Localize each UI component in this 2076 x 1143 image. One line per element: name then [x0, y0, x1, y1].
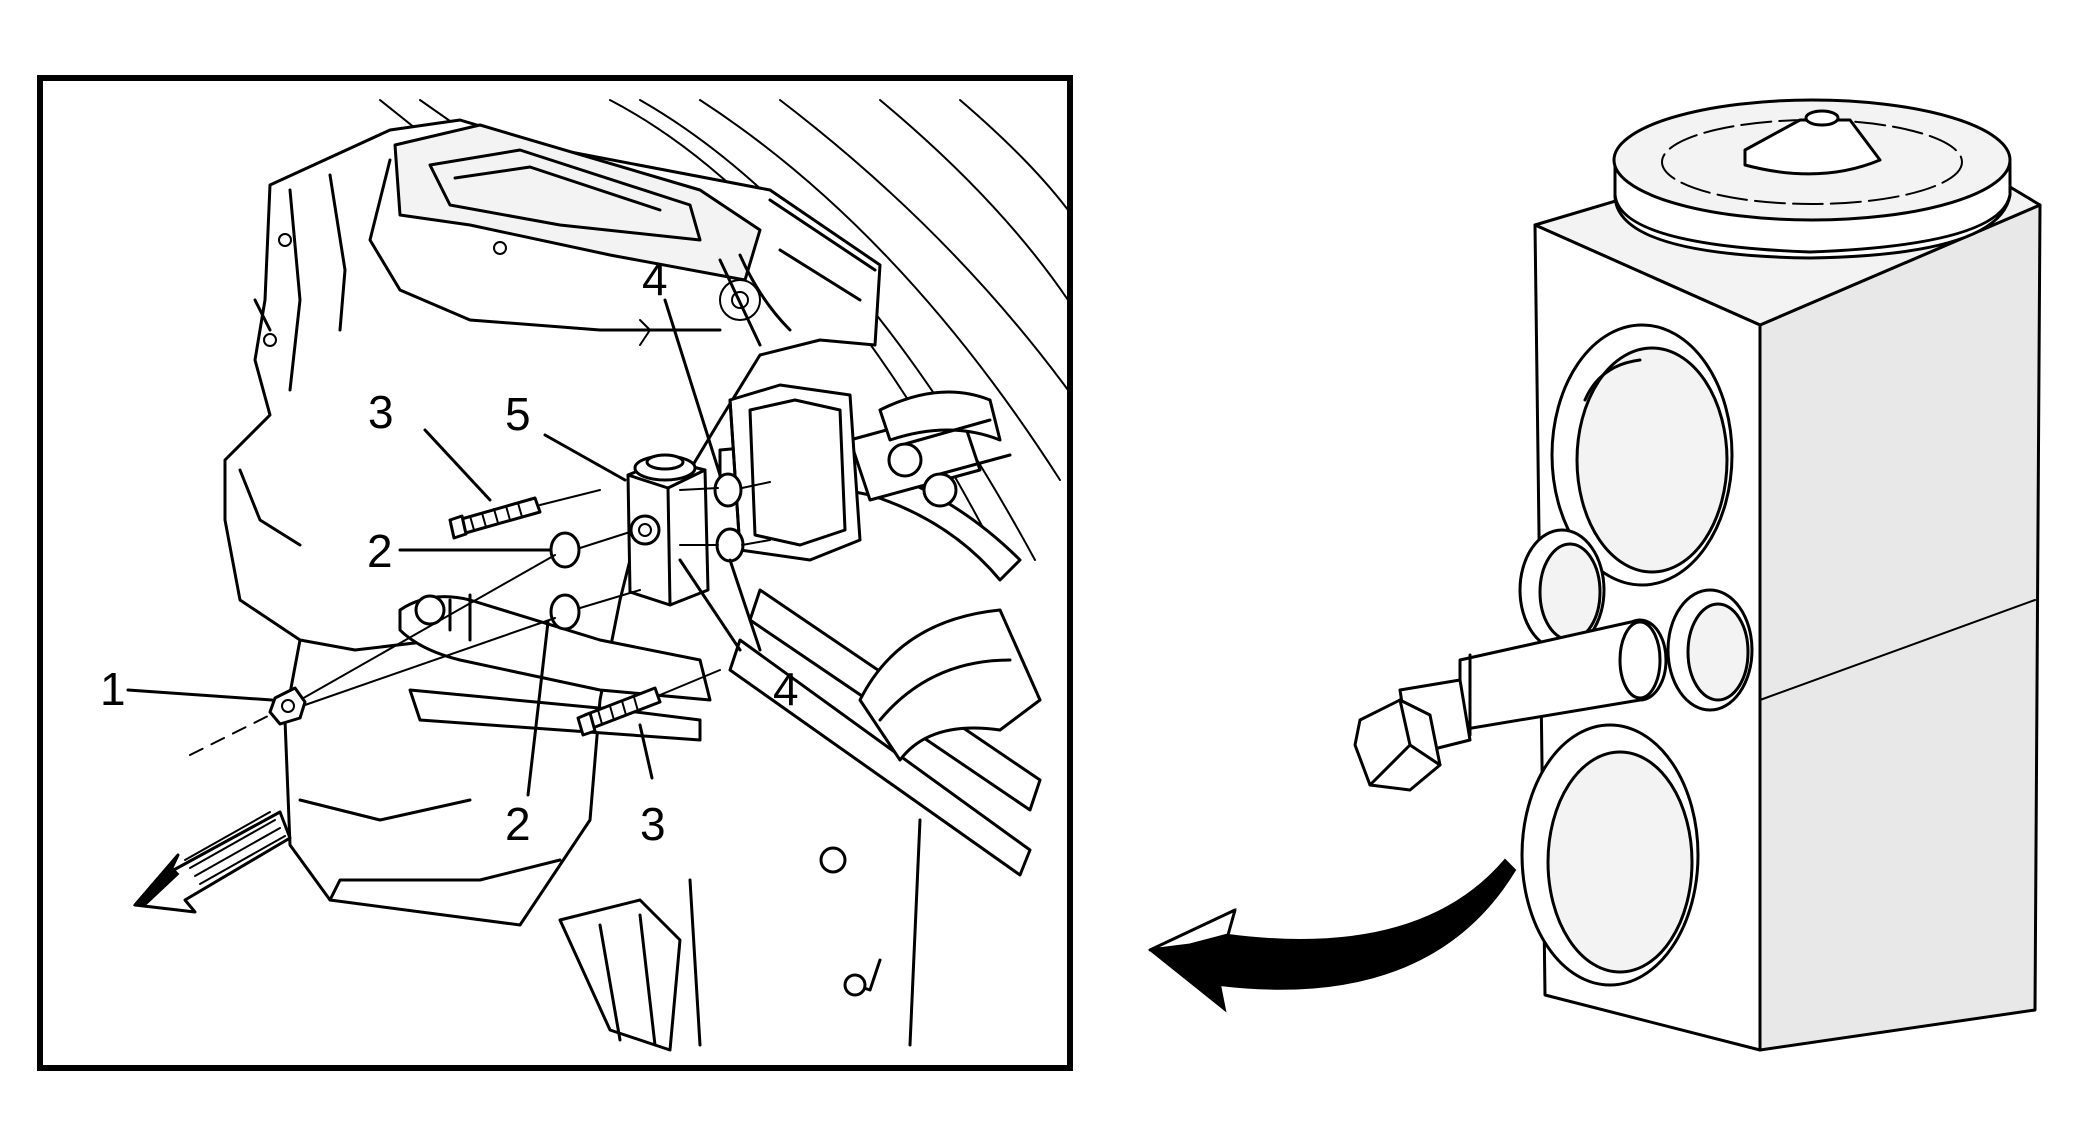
drain-section — [558, 878, 702, 1052]
expansion-valve-installed — [626, 453, 710, 607]
bolt-3b — [576, 669, 721, 737]
bolt-3a — [448, 489, 601, 540]
callout-3-upper: 3 — [368, 386, 394, 438]
hvac-module-housing — [223, 118, 882, 927]
callout-5: 5 — [505, 388, 531, 440]
callout-2-upper: 2 — [367, 525, 393, 577]
o-ring-4b — [715, 527, 745, 563]
removal-direction-arrow — [1148, 858, 1517, 1013]
callout-2-lower: 2 — [505, 798, 531, 850]
callout-4-lower: 4 — [773, 663, 799, 715]
leader-lines — [126, 298, 762, 797]
evaporator-tube-connector — [728, 383, 862, 562]
pipe-block-assembly — [398, 593, 712, 742]
valve-side-face — [1758, 203, 2042, 1052]
o-ring-4a — [713, 472, 743, 508]
callout-1: 1 — [100, 663, 126, 715]
o-ring-2a — [549, 531, 581, 569]
refrigerant-lines — [718, 390, 1042, 1047]
upper-large-port — [1550, 323, 1734, 587]
o-ring-2b — [549, 593, 581, 631]
adjustment-stem — [1353, 618, 1668, 792]
callout-3-lower: 3 — [640, 798, 666, 850]
right-small-port — [1666, 588, 1754, 712]
diaphragm-cap — [1612, 98, 2012, 260]
callout-4-upper: 4 — [642, 253, 668, 305]
lower-large-port — [1520, 723, 1700, 987]
forward-direction-arrow — [132, 810, 292, 914]
expansion-valve-detail — [1148, 98, 2042, 1052]
installation-view: 1 2 2 3 3 4 4 5 — [37, 75, 1073, 1071]
nut-1 — [268, 686, 307, 726]
alignment-lines — [189, 481, 771, 756]
